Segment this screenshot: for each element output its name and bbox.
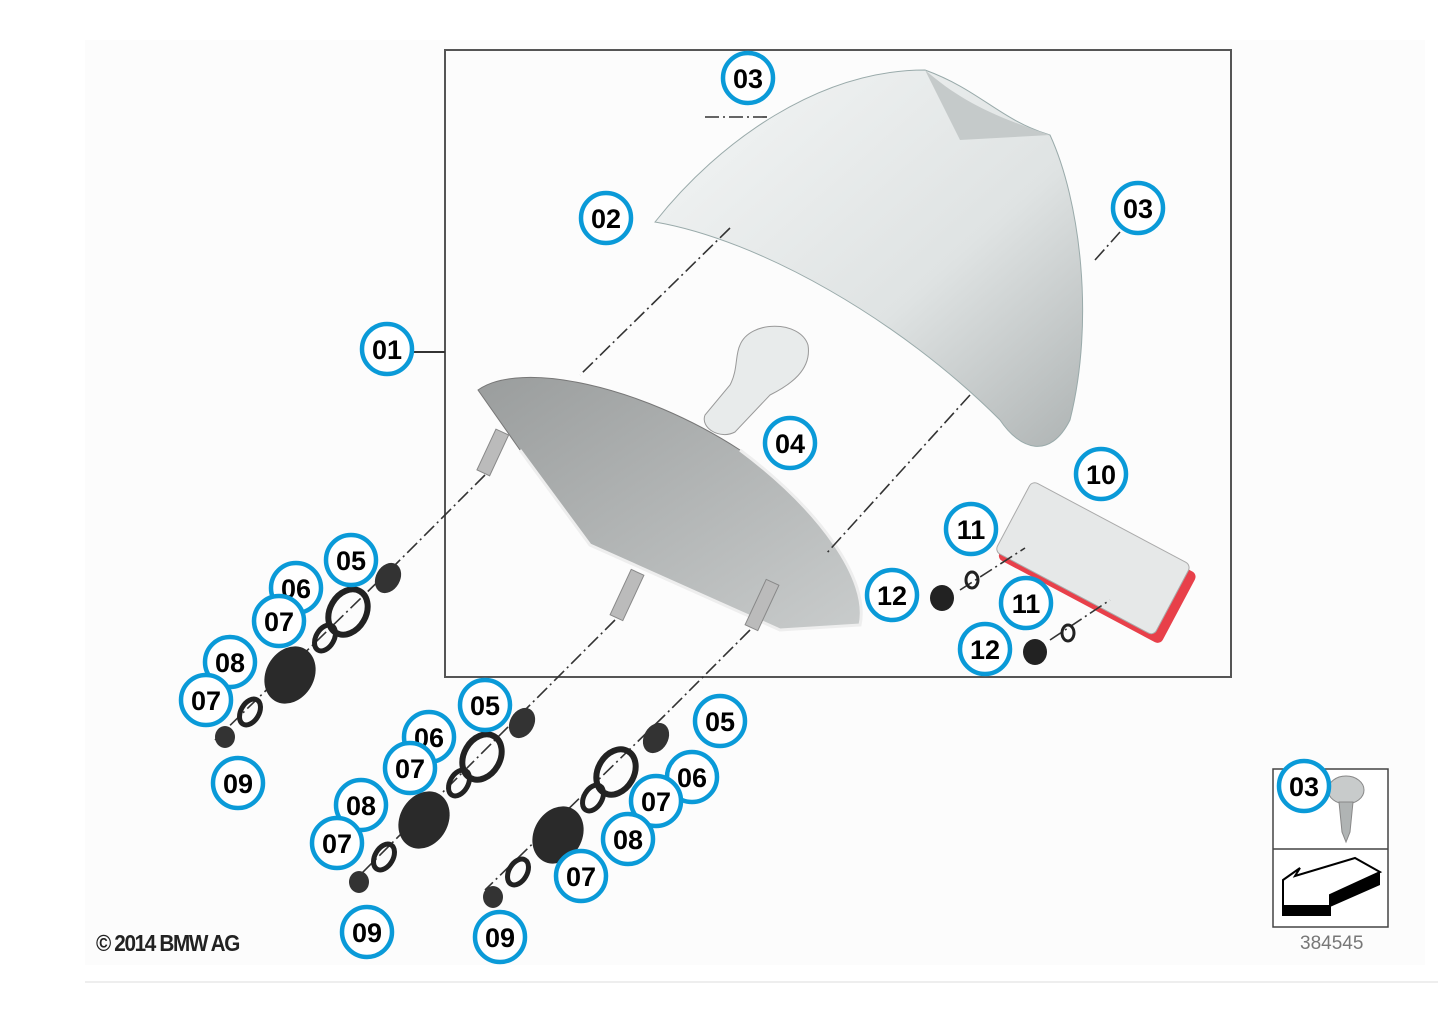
callout-03: 03	[720, 50, 776, 106]
callout-label: 07	[566, 862, 596, 892]
callout-03: 03	[1276, 758, 1332, 814]
callout-12: 12	[864, 567, 920, 623]
callout-03: 03	[1110, 180, 1166, 236]
callout-05: 05	[457, 677, 513, 733]
callout-07: 07	[251, 593, 307, 649]
callout-11: 11	[943, 501, 999, 557]
callout-07: 07	[309, 815, 365, 871]
nut	[930, 585, 954, 611]
callout-08: 08	[600, 811, 656, 867]
callout-label: 05	[705, 707, 735, 737]
callout-07: 07	[178, 672, 234, 728]
nut	[1023, 639, 1047, 665]
callout-label: 09	[485, 923, 515, 953]
callout-05: 05	[323, 532, 379, 588]
callout-label: 03	[1123, 194, 1153, 224]
callout-label: 05	[336, 546, 366, 576]
callout-label: 09	[352, 918, 382, 948]
callout-label: 12	[970, 635, 1000, 665]
callout-07: 07	[628, 773, 684, 829]
callout-09: 09	[210, 755, 266, 811]
callout-label: 01	[372, 335, 402, 365]
bulb	[703, 325, 809, 436]
callout-label: 11	[1012, 589, 1041, 619]
assembly-frame	[444, 49, 1232, 678]
callout-04: 04	[762, 415, 818, 471]
callout-label: 06	[677, 763, 707, 793]
callout-09: 09	[339, 904, 395, 960]
callout-label: 05	[470, 691, 500, 721]
callout-label: 07	[191, 686, 221, 716]
callout-label: 08	[346, 791, 376, 821]
callout-label: 12	[877, 581, 907, 611]
callout-label: 08	[613, 825, 643, 855]
fastener-stacks	[215, 562, 670, 908]
callout-label: 03	[733, 64, 763, 94]
copyright-text: © 2014 BMW AG	[96, 930, 240, 956]
callout-label: 02	[591, 204, 621, 234]
callout-label: 10	[1086, 460, 1116, 490]
reflector	[996, 482, 1196, 643]
callout-07: 07	[382, 740, 438, 796]
callout-12: 12	[957, 621, 1013, 677]
callout-02: 02	[578, 190, 634, 246]
callout-label: 03	[1289, 772, 1319, 802]
callout-10: 10	[1073, 446, 1129, 502]
callout-label: 07	[264, 607, 294, 637]
callout-08: 08	[202, 634, 258, 690]
callout-label: 07	[641, 787, 671, 817]
callout-05: 05	[692, 693, 748, 749]
lamp-cover	[654, 69, 1084, 447]
callout-08: 08	[333, 777, 389, 833]
callout-label: 11	[957, 515, 986, 545]
diagram-number: 384545	[1300, 933, 1364, 954]
callout-label: 07	[322, 829, 352, 859]
callout-label: 07	[395, 754, 425, 784]
callout-01: 01	[359, 321, 415, 377]
callout-11: 11	[998, 575, 1054, 631]
callout-label: 08	[215, 648, 245, 678]
callout-09: 09	[472, 909, 528, 965]
callout-label: 04	[775, 429, 805, 459]
callout-07: 07	[553, 848, 609, 904]
callout-label: 09	[223, 769, 253, 799]
